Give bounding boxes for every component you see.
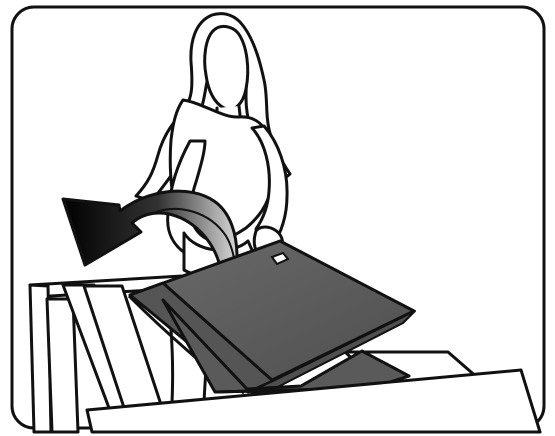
person-face <box>205 26 248 109</box>
bench-inner-left <box>47 299 78 432</box>
